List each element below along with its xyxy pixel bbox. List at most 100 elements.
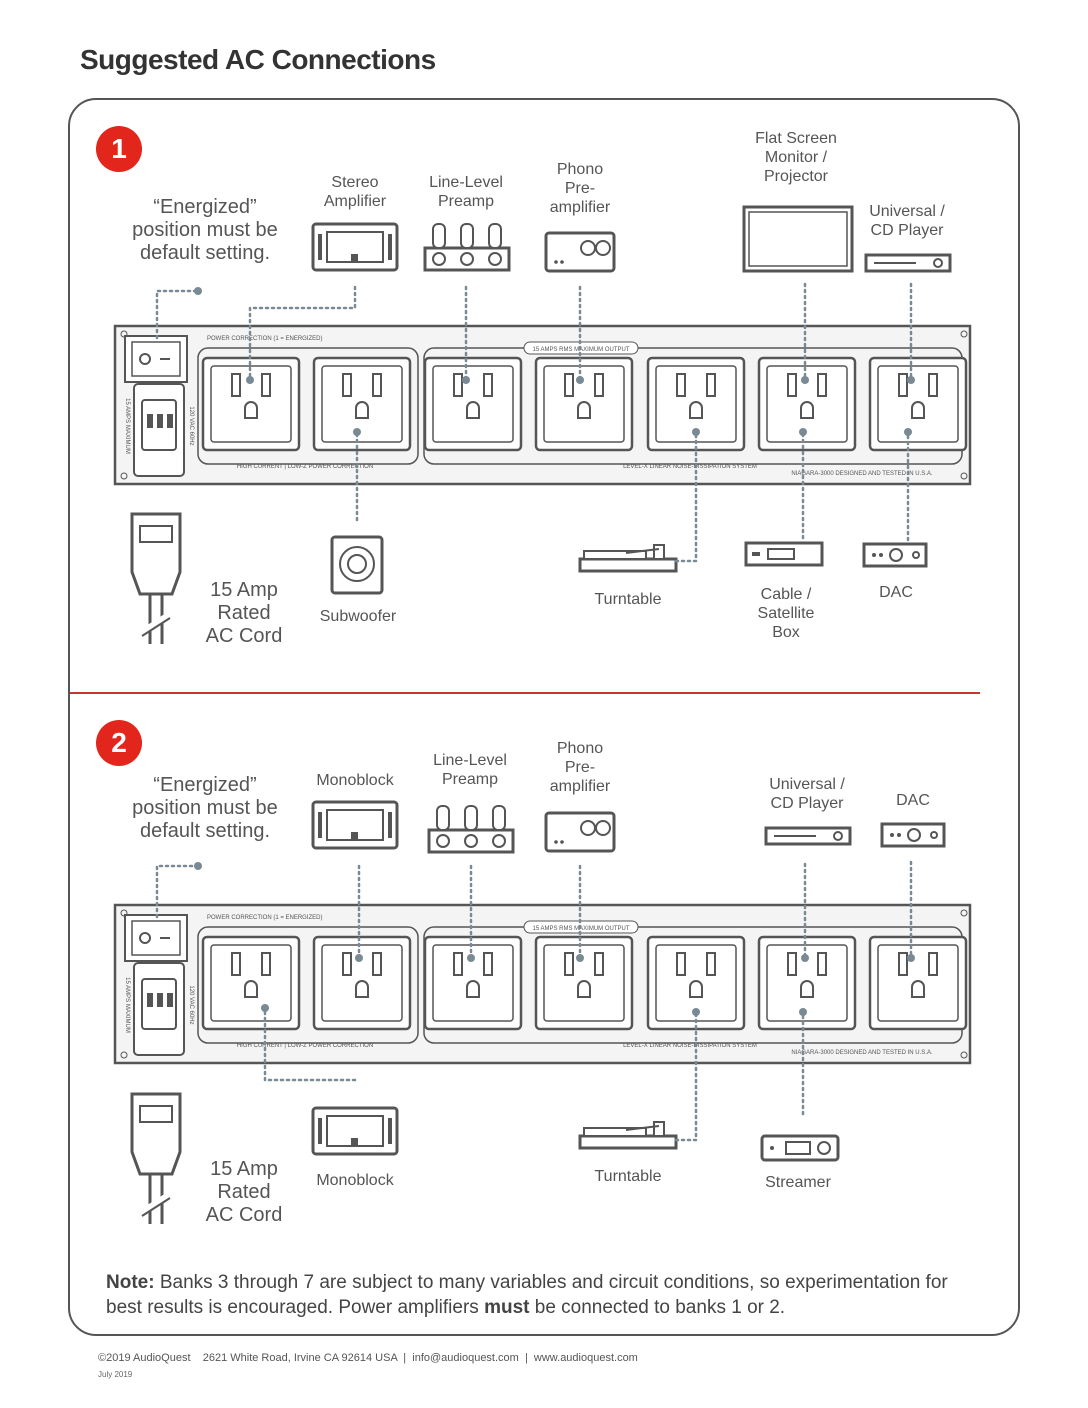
turntable-icon-2 (578, 1121, 678, 1150)
connector-stereo-amp-dot (246, 376, 254, 384)
cd-player-icon-1 (864, 253, 952, 273)
outlet-bank-4 (534, 935, 634, 1031)
label-ac-cord-1: 15 Amp Rated AC Cord (205, 579, 283, 647)
connector-monoblock-bottom-dot (261, 1004, 269, 1012)
label-max-output: 15 AMPS RMS MAXIMUM OUTPUT (532, 347, 629, 353)
connector-phono-1-dot (576, 376, 584, 384)
cd-player-icon-2 (764, 826, 852, 846)
energized-note-2: “Energized” position must be default set… (132, 774, 278, 842)
label-vac: 120 VAC 60Hz (188, 985, 194, 1024)
footer-date: July 2019 (98, 1370, 133, 1379)
note-bold-must: must (484, 1297, 530, 1318)
energized-note-1: “Energized” position must be default set… (132, 196, 278, 264)
label-niagara: NIAGARA-3000 DESIGNED AND TESTED IN U.S.… (791, 471, 933, 477)
flat-screen-icon (742, 205, 854, 273)
streamer-icon (760, 1134, 840, 1162)
line-level-preamp-icon-2 (427, 805, 515, 854)
label-line-level-preamp-2: Line-Level Preamp (433, 752, 507, 788)
note-body-2: be connected to banks 1 or 2. (529, 1297, 786, 1318)
label-dac-2: DAC (896, 792, 930, 809)
connector-turntable-1-dot (692, 428, 700, 436)
bank-panel-hc (197, 926, 419, 1044)
label-high-current: HIGH CURRENT | LOW-Z POWER CORRECTION (237, 464, 373, 470)
label-line-level-preamp-1: Line-Level Preamp (429, 174, 503, 210)
label-stereo-amplifier: Stereo Amplifier (323, 174, 387, 210)
dac-icon-2 (880, 822, 946, 848)
label-turntable-2: Turntable (594, 1168, 662, 1185)
connector-preamp-2-dot (467, 954, 475, 962)
outlet-bank-2 (312, 935, 412, 1031)
strip-screw (120, 472, 128, 480)
phono-preamp-icon-1 (544, 231, 616, 273)
connector-monoblock-top-dot (355, 954, 363, 962)
connector-preamp-1-dot (462, 376, 470, 384)
outlet-bank-2 (312, 356, 412, 452)
ac-plug-icon-2 (130, 1092, 182, 1224)
label-phono-preamp-1: Phono Pre- amplifier (549, 161, 611, 216)
connector-phono-2-dot (576, 954, 584, 962)
connector-cd-2-dot (801, 954, 809, 962)
connector-monoblock-bottom (263, 1006, 357, 1082)
dac-icon-1 (862, 542, 928, 568)
outlet-bank-7 (868, 356, 968, 452)
label-niagara: NIAGARA-3000 DESIGNED AND TESTED IN U.S.… (791, 1050, 933, 1056)
label-level-x: LEVEL-X LINEAR NOISE-DISSIPATION SYSTEM (623, 1043, 757, 1049)
outlet-bank-3 (423, 356, 523, 452)
label-level-x: LEVEL-X LINEAR NOISE-DISSIPATION SYSTEM (623, 464, 757, 470)
connector-cd-1-dot (907, 376, 915, 384)
label-monoblock-bottom: Monoblock (316, 1172, 394, 1189)
label-power-correction: POWER CORRECTION (1 = ENERGIZED) (207, 336, 323, 342)
bank-panel-hc (197, 347, 419, 465)
monoblock-top-icon (311, 800, 399, 850)
connector-monitor-dot (801, 376, 809, 384)
outlet-bank-7 (868, 935, 968, 1031)
outlet-bank-1 (201, 935, 301, 1031)
note-body-1: Banks 3 through 7 are subject to many va… (106, 1272, 948, 1318)
note-lead: Note: (106, 1272, 155, 1293)
label-vac: 120 VAC 60Hz (188, 406, 194, 445)
outlet-bank-4 (534, 356, 634, 452)
line-level-preamp-icon-1 (423, 223, 511, 272)
connector-switch-2-dot (194, 862, 202, 870)
cable-box-icon (744, 541, 824, 567)
connector-switch-1 (155, 289, 200, 340)
ac-plug-icon-1 (130, 512, 182, 644)
connector-switch-2 (155, 864, 200, 919)
label-monoblock-top: Monoblock (316, 772, 394, 789)
label-flat-screen: Flat Screen Monitor / Projector (755, 130, 837, 185)
connector-subwoofer-dot (353, 428, 361, 436)
label-amps-max: 15 AMPS MAXIMUM (124, 398, 130, 454)
connector-cablebox-dot (799, 428, 807, 436)
strip-screw (960, 909, 968, 917)
note-text: Note: Banks 3 through 7 are subject to m… (106, 1270, 986, 1320)
outlet-bank-6 (757, 356, 857, 452)
label-power-correction: POWER CORRECTION (1 = ENERGIZED) (207, 915, 323, 921)
turntable-icon-1 (578, 544, 678, 573)
strip-screw (960, 330, 968, 338)
connector-turntable-1 (674, 430, 698, 563)
connector-streamer-dot (799, 1008, 807, 1016)
section-divider (70, 692, 980, 694)
connector-dac-1-dot (904, 428, 912, 436)
monoblock-bottom-icon (311, 1106, 399, 1156)
label-turntable-1: Turntable (594, 591, 662, 608)
outlet-bank-1 (201, 356, 301, 452)
label-max-output: 15 AMPS RMS MAXIMUM OUTPUT (532, 926, 629, 932)
label-ac-cord-2: 15 Amp Rated AC Cord (205, 1158, 283, 1226)
strip-screw (120, 1051, 128, 1059)
outlet-bank-5 (646, 935, 746, 1031)
footer-contact: ©2019 AudioQuest 2621 White Road, Irvine… (98, 1352, 638, 1364)
subwoofer-icon (330, 535, 384, 595)
label-cd-player-1: Universal / CD Player (869, 203, 945, 239)
phono-preamp-icon-2 (544, 811, 616, 853)
label-subwoofer: Subwoofer (319, 608, 397, 625)
connector-turntable-2 (674, 1010, 698, 1142)
connector-turntable-2-dot (692, 1008, 700, 1016)
outlet-bank-6 (757, 935, 857, 1031)
label-dac-1: DAC (879, 584, 913, 601)
label-phono-preamp-2: Phono Pre- amplifier (549, 740, 611, 795)
page-title: Suggested AC Connections (80, 44, 436, 75)
strip-screw (960, 1051, 968, 1059)
section-1-badge: 1 (96, 126, 142, 172)
